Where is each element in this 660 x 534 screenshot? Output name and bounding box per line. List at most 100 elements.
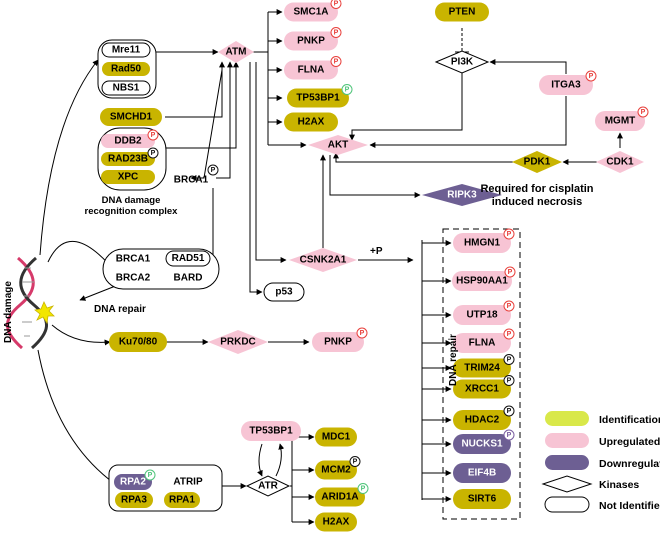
tp53bp1-top-shape [287, 88, 349, 108]
h2ax-bottom-shape [315, 512, 357, 532]
rad51-label: RAD51 [172, 253, 205, 264]
hdac2-label: HDAC2 [465, 415, 500, 426]
mdc1-label: MDC1 [322, 432, 351, 443]
legend-not-identified-label: Not Identified [599, 500, 660, 512]
h2ax-bottom-label: H2AX [323, 517, 350, 528]
phospho-badge-letter: P [507, 432, 512, 439]
edge-itga3-pi3k [489, 59, 567, 74]
cisplatin-label-2: induced necrosis [492, 196, 582, 208]
node-h2ax-top: H2AX [284, 112, 338, 132]
phospho-badge-letter: P [148, 472, 153, 479]
legend-upregulated-label: Upregulated [599, 436, 660, 448]
node-bard-label: BARD [174, 273, 203, 284]
nbs1-shape [101, 80, 151, 96]
ripk3-label: RIPK3 [447, 190, 477, 201]
dna-repair-left-label: DNA repair [94, 304, 146, 315]
node-smchd1: SMCHD1 [100, 108, 162, 126]
atr-shape [245, 475, 291, 497]
csnk2a1-label: CSNK2A1 [300, 255, 347, 266]
edge-recog-to-atm [165, 61, 239, 149]
node-ku7080: Ku70/80 [109, 332, 167, 352]
edge-tp53bp1-atr [257, 443, 263, 477]
edge-brca-to-dnarepair [79, 284, 119, 301]
flna-right-shape [453, 333, 511, 353]
rpa1-shape [164, 492, 200, 508]
node-nbs1: NBS1 [101, 80, 151, 96]
cisplatin-label-1: Required for cisplatin [480, 183, 593, 195]
node-rad51: RAD51 [165, 250, 211, 267]
nbs1-label: NBS1 [113, 83, 140, 94]
node-rad50: Rad50 [102, 62, 150, 76]
akt-label: AKT [328, 140, 349, 151]
hmgn1-shape [453, 233, 511, 253]
phospho-badge-letter: P [507, 303, 512, 310]
utp18-label: UTP18 [466, 310, 498, 321]
node-tp53bp1-bottom: TP53BP1 [241, 421, 301, 441]
edge-smchd1-to-atm [165, 61, 225, 118]
flna-top-label: FLNA [298, 65, 325, 76]
edge-atm-to-csnk2a1 [255, 62, 287, 263]
hsp90aa1-label: HSP90AA1 [456, 276, 508, 287]
phospho-badge-icon [144, 469, 156, 481]
edge-dna-to-ku [51, 324, 111, 346]
edge-itga3-akt [369, 96, 567, 148]
phospho-badge-letter: P [211, 167, 216, 174]
phospho-badge-icon [147, 147, 159, 159]
rad50-shape [102, 62, 150, 76]
node-cdk1: CDK1 [596, 151, 644, 173]
pdk1-shape [512, 151, 562, 173]
phospho-plus-label: +P [370, 246, 383, 257]
phospho-badge-icon [503, 429, 515, 441]
phospho-badge-letter: P [589, 73, 594, 80]
sirt6-label: SIRT6 [468, 494, 497, 505]
hmgn1-label: HMGN1 [464, 238, 501, 249]
ddb2-label: DDB2 [114, 136, 142, 147]
phospho-badge-icon [330, 0, 342, 9]
edge-atr-tp53bp1 [275, 443, 285, 477]
xpc-label: XPC [118, 172, 139, 183]
list-ticks [422, 240, 452, 502]
rad50-label: Rad50 [111, 64, 141, 75]
rad23b-label: RAD23B [108, 154, 148, 165]
utp18-shape [453, 305, 511, 325]
itga3-shape [539, 75, 593, 95]
pi3k-shape [434, 50, 490, 74]
node-h2ax-bottom: H2AX [315, 512, 357, 532]
node-pi3k: PI3K [434, 50, 490, 74]
recognition-complex-label-1: DNA damage [102, 195, 161, 206]
prkdc-label: PRKDC [220, 337, 256, 348]
phospho-badge-icon [504, 266, 516, 278]
node-brca2-label: BRCA2 [116, 273, 151, 284]
pnkp-mid-label: PNKP [324, 337, 352, 348]
phospho-badge-letter: P [507, 378, 512, 385]
phospho-badge-icon [503, 354, 515, 365]
smchd1-shape [100, 108, 162, 126]
tp53bp1-bottom-label: TP53BP1 [249, 426, 293, 437]
node-atrip: ATRIP [173, 477, 203, 488]
sirt6-shape [453, 489, 511, 509]
node-ripk3: RIPK3 [422, 184, 502, 206]
tp53bp1-top-label: TP53BP1 [296, 93, 340, 104]
rpa3-shape [115, 492, 153, 508]
pdk1-label: PDK1 [524, 157, 551, 168]
ddb2-shape [101, 134, 155, 148]
eif4b-label: EIF4B [468, 468, 496, 479]
edge-akt-ripk3 [329, 155, 421, 198]
phospho-badge-icon [503, 375, 515, 386]
edges [37, 9, 623, 525]
node-akt: AKT [308, 135, 368, 155]
phospho-badge-icon [503, 405, 515, 417]
legend: Identification Upregulated Downregulated… [541, 411, 660, 513]
trim24-shape [453, 358, 511, 378]
